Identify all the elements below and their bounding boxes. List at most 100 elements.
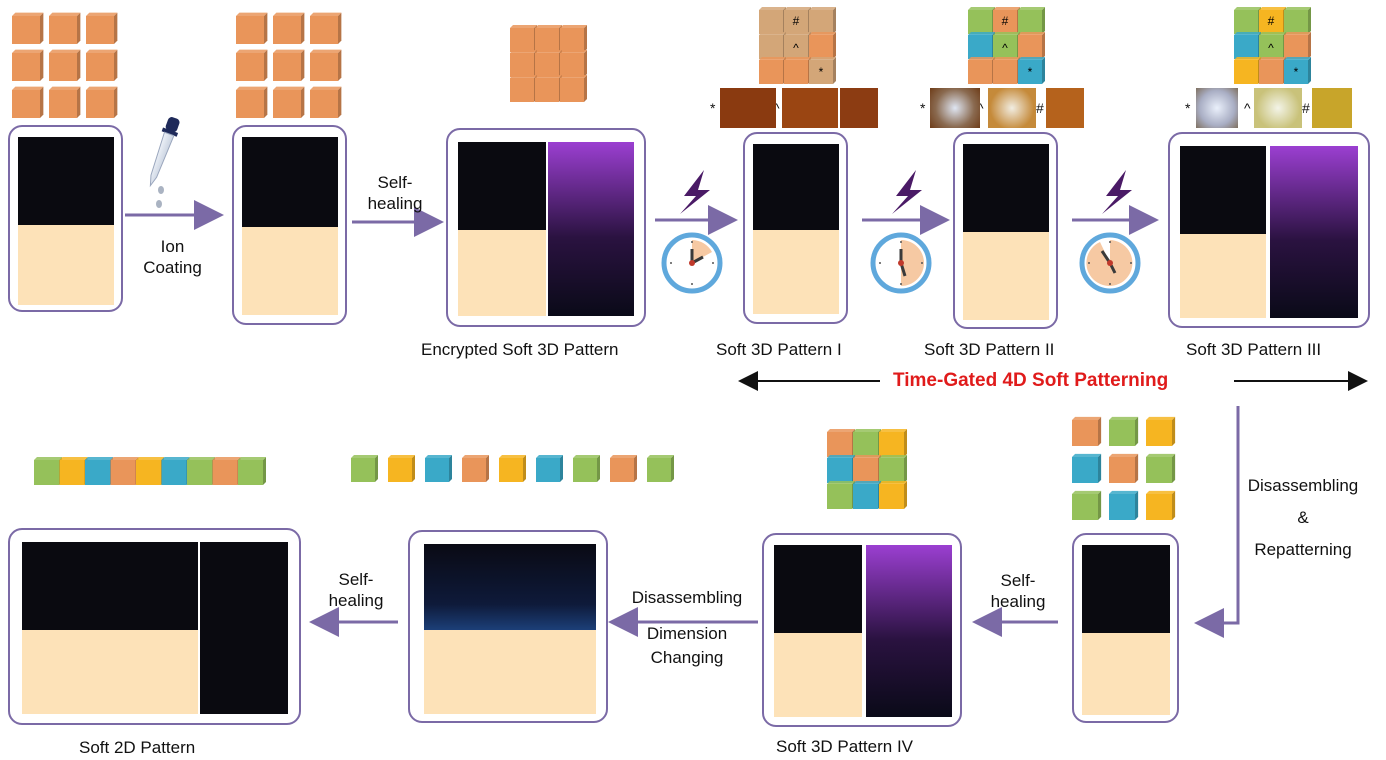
repattern-cube-3: [1072, 453, 1102, 483]
row-joined-cube-1: [59, 457, 88, 485]
row-separate-cube-2: [425, 455, 452, 482]
photo-daylight: [963, 232, 1049, 320]
pattern2-cube-7: [993, 57, 1020, 84]
coated-cube-8: [310, 86, 342, 118]
pattern3-cube-6: [1234, 57, 1261, 84]
row-separate-cube-1: [388, 455, 415, 482]
lightning-icon-3: [1102, 170, 1132, 214]
step-self-healing-1: Self- healing: [355, 172, 435, 214]
row-joined-cube-2: [85, 457, 113, 485]
closeup-hash-2: [1046, 88, 1084, 128]
photo-uv: [1082, 545, 1170, 633]
row-separate-cube-5: [536, 455, 563, 482]
closeup-star-3: [1196, 88, 1238, 128]
step-self-healing-3: Self- healing: [318, 569, 394, 611]
initial-cube-2: [86, 12, 118, 45]
marker-hash-3: #: [1302, 100, 1310, 116]
encrypted-cube-1: [535, 25, 562, 52]
repattern-cube-0: [1072, 416, 1102, 446]
photo-daylight: [22, 630, 198, 714]
step-self-healing-2-line1: Self-: [1000, 571, 1036, 590]
pattern2-cube-3: [968, 32, 995, 59]
step-self-healing-1-line1: Self-: [377, 173, 413, 192]
step-ion-coating-line1: Ion: [160, 237, 185, 256]
coated-cube-0: [236, 12, 268, 45]
photo-daylight: [458, 230, 546, 316]
encrypted-cube-4: [535, 50, 562, 77]
photo-daylight: [424, 630, 596, 714]
row-separate-cube-7: [610, 455, 637, 482]
pattern2-cube-8: [1018, 57, 1045, 84]
banner-time-gated: Time-Gated 4D Soft Patterning: [893, 370, 1169, 391]
marker-star-1: *: [710, 100, 716, 116]
repattern-cube-4: [1109, 453, 1139, 483]
step-disassembling-dim-line2: Dimension: [646, 624, 728, 643]
coated-cube-1: [273, 12, 305, 45]
grid-marker-caret-3: ^: [1268, 41, 1274, 55]
lightning-icon-2: [892, 170, 922, 214]
photo-daylight: [753, 230, 839, 314]
row-separate-cube-4: [499, 455, 526, 482]
step-disassembling-dim-line1: Disassembling: [631, 588, 743, 607]
initial-cube-7: [49, 86, 81, 118]
repattern-cube-7: [1109, 490, 1139, 520]
pattern4-cube-5: [879, 455, 907, 483]
caption-pattern-4: Soft 3D Pattern IV: [776, 737, 914, 756]
photo-stretched: [866, 545, 952, 717]
repattern-cube-2: [1146, 416, 1176, 446]
photo-uv: [774, 545, 862, 633]
pattern4-cube-3: [827, 455, 855, 483]
row-joined-cube-4: [136, 457, 164, 485]
repattern-cube-6: [1072, 490, 1102, 520]
step-self-healing-2: Self- healing: [980, 570, 1056, 612]
photo-daylight: [18, 225, 114, 305]
encrypted-cube-3: [510, 50, 537, 77]
frame-2d-pattern: [8, 528, 301, 725]
grid-marker-hash-3: #: [1268, 14, 1275, 28]
photo-uv: [18, 137, 114, 225]
coated-cube-3: [236, 49, 268, 81]
pattern3-cube-3: [1234, 32, 1261, 59]
arrow-disassembling-repatterning: [1194, 406, 1240, 638]
row-separate-cube-8: [647, 455, 674, 482]
step-disassembling-dimension: Disassembling Dimension Changing: [613, 586, 761, 670]
marker-star-2: *: [920, 100, 926, 116]
row-joined-cube-6: [187, 457, 215, 485]
step-self-healing-3-line2: healing: [328, 591, 384, 610]
initial-cube-3: [12, 49, 44, 81]
caption-2d-pattern: Soft 2D Pattern: [79, 738, 196, 757]
row-separate-cube-3: [462, 455, 489, 482]
step-disassembling-line2: &: [1297, 508, 1309, 527]
pattern3-cube-8: [1284, 57, 1311, 84]
initial-cube-4: [49, 49, 81, 81]
frame-encrypted-pattern: [446, 128, 646, 327]
step-disassembling-dim-line3: Changing: [650, 648, 724, 667]
repattern-cube-1: [1109, 416, 1139, 446]
pattern4-cube-1: [853, 429, 881, 457]
encrypted-cube-6: [510, 75, 537, 102]
pattern3-cube-2: [1284, 7, 1311, 34]
frame-coated-cubes: [232, 125, 347, 325]
step-disassembling-repatterning: Disassembling & Repatterning: [1238, 470, 1368, 566]
encrypted-cube-0: [510, 25, 537, 52]
photo-daylight: [242, 227, 338, 315]
clock-icon-3: [1079, 232, 1141, 294]
photo-uv: [424, 544, 596, 630]
closeup-star-1: [720, 88, 776, 128]
coated-cube-7: [273, 86, 305, 118]
step-self-healing-3-line1: Self-: [338, 570, 374, 589]
pattern2-cube-2: [1018, 7, 1045, 34]
frame-pattern-2: [953, 132, 1058, 329]
encrypted-cube-8: [560, 75, 587, 102]
initial-cube-5: [86, 49, 118, 81]
droplets-icon: [156, 186, 164, 208]
pattern2-cube-6: [968, 57, 995, 84]
row-joined-cube-3: [110, 457, 139, 485]
row-joined-cube-0: [34, 457, 62, 485]
initial-cube-0: [12, 12, 44, 45]
frame-row-separated: [408, 530, 608, 723]
photo-stretched: [1270, 146, 1358, 318]
lightning-icon-1: [680, 170, 710, 214]
pattern1-cube-3: [759, 32, 786, 59]
marker-caret-2: ^: [977, 100, 984, 116]
